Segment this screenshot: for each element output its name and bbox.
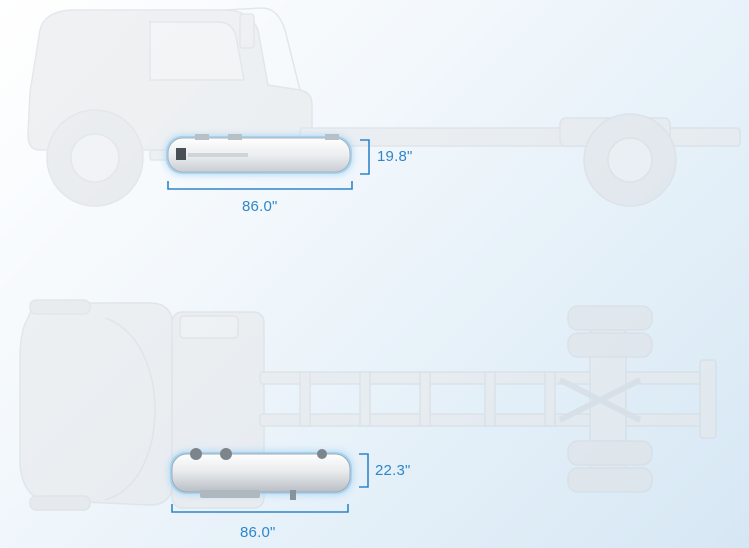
side-tank-height-label: 19.8" xyxy=(377,148,413,165)
side-tank-length-label: 86.0" xyxy=(242,198,278,215)
side-tank-bracket xyxy=(195,134,209,140)
top-length-dimension xyxy=(171,504,349,513)
top-width-dimension xyxy=(359,453,369,488)
top-cab xyxy=(19,302,173,506)
top-view-tank xyxy=(170,448,352,500)
side-window xyxy=(149,21,245,81)
top-tank-width-label: 22.3" xyxy=(375,462,411,479)
top-rear-tire-upper-outer xyxy=(567,305,653,331)
side-hood xyxy=(224,7,301,91)
side-length-dimension xyxy=(167,181,353,190)
side-height-dimension xyxy=(360,139,370,175)
top-windshield xyxy=(104,317,156,501)
top-tank-length-label: 86.0" xyxy=(240,524,276,541)
side-view-tank xyxy=(166,134,352,174)
top-rear-tire-lower-outer xyxy=(567,467,653,493)
side-tank-valve xyxy=(176,148,186,160)
side-mirror xyxy=(239,13,255,49)
top-view-truck xyxy=(19,299,717,511)
top-tank-fitting xyxy=(190,448,202,460)
side-view-truck xyxy=(27,7,741,207)
side-frame xyxy=(299,127,741,147)
